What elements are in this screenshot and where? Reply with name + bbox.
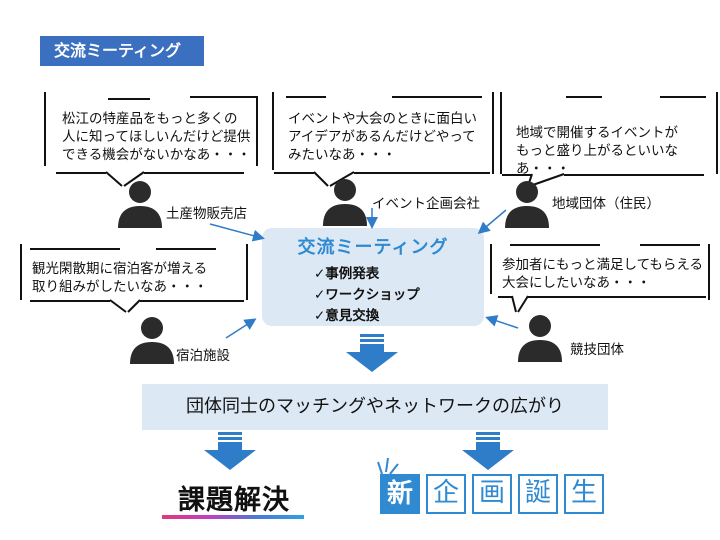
bubble-tail bbox=[529, 173, 565, 187]
person-icon bbox=[505, 181, 549, 228]
bubble-top-line bbox=[30, 248, 120, 250]
bubble-bottom-line bbox=[30, 300, 110, 302]
bubble-top-line bbox=[660, 96, 706, 98]
bubble-tail bbox=[329, 171, 355, 187]
bubble-text: 観光閑散期に宿泊客が増える 取り組みがしたいなあ・・・ bbox=[32, 261, 208, 295]
bubble-tail bbox=[105, 171, 123, 187]
bubble-bottom-line bbox=[564, 174, 704, 176]
bubble-bracket-right bbox=[246, 244, 248, 300]
bubble-text: 参加者にもっと満足してもらえる 大会にしたいなあ・・・ bbox=[502, 257, 704, 291]
bubble-top-line bbox=[566, 96, 602, 98]
bubble-bracket-left bbox=[272, 92, 274, 170]
bubble-bottom-line bbox=[498, 296, 512, 298]
meeting-item: ✓ワークショップ bbox=[314, 287, 420, 303]
down-arrow-icon bbox=[204, 432, 256, 470]
bubble-tail bbox=[109, 299, 127, 313]
solve-underline bbox=[162, 515, 304, 519]
bubble-bottom-line bbox=[140, 300, 244, 302]
bubble-top-line bbox=[190, 96, 258, 98]
bubble-text: 松江の特産品をもっと多くの 人に知ってほしいんだけど提供 できる機会がないかなあ… bbox=[62, 111, 251, 163]
newplan-char: 生 bbox=[564, 474, 604, 514]
sparkle-icon bbox=[377, 457, 399, 475]
person-label: 競技団体 bbox=[570, 342, 624, 358]
bubble-top-line bbox=[392, 96, 482, 98]
bubble-bracket-right bbox=[708, 244, 710, 300]
bubble-tail bbox=[511, 295, 517, 313]
outcome-solve: 課題解決 bbox=[178, 485, 290, 516]
bubble-top-line bbox=[640, 244, 700, 246]
newplan-char: 新 bbox=[380, 474, 420, 514]
person-label: イベント企画会社 bbox=[372, 196, 480, 212]
bubble-bracket-left bbox=[500, 92, 502, 174]
meeting-box bbox=[262, 228, 484, 326]
result-box bbox=[142, 384, 608, 430]
bubble-text: 地域で開催するイベントが もっと盛り上がるといいなあ・・・ bbox=[516, 125, 678, 177]
down-arrow-icon bbox=[346, 334, 398, 372]
person-label: 宿泊施設 bbox=[176, 348, 230, 364]
bubble-bracket-right bbox=[716, 92, 718, 174]
bubble-bracket-right bbox=[256, 96, 258, 166]
connector-arrow bbox=[209, 223, 265, 242]
down-arrow-icon bbox=[462, 432, 514, 470]
person-icon bbox=[518, 315, 562, 362]
person-icon bbox=[323, 179, 367, 226]
result-text: 団体同士のマッチングやネットワークの広がり bbox=[186, 396, 564, 417]
meeting-title: 交流ミーティング bbox=[297, 237, 449, 258]
bubble-bottom-line bbox=[528, 296, 706, 298]
bubble-bottom-line bbox=[502, 174, 532, 176]
bubble-bracket-left bbox=[20, 244, 22, 300]
bubble-text: イベントや大会のときに面白い アイデアがあるんだけどやって みたいなあ・・・ bbox=[288, 111, 477, 163]
bubble-top-line bbox=[156, 248, 216, 250]
bubble-top-line bbox=[286, 96, 326, 98]
connector-arrow bbox=[225, 318, 257, 339]
bubble-bottom-line bbox=[56, 172, 106, 174]
page-title: 交流ミーティング bbox=[40, 36, 204, 66]
connector-arrow bbox=[485, 315, 519, 329]
meeting-item: ✓事例発表 bbox=[314, 266, 380, 282]
bubble-bottom-line bbox=[274, 172, 314, 174]
bubble-bracket-left bbox=[44, 92, 46, 166]
bubble-top-line bbox=[510, 244, 600, 246]
bubble-tail bbox=[517, 295, 529, 313]
connector-arrow bbox=[477, 209, 507, 234]
person-icon bbox=[118, 181, 162, 228]
newplan-char: 誕 bbox=[518, 474, 558, 514]
person-label: 土産物販売店 bbox=[166, 206, 247, 222]
bubble-bottom-line bbox=[354, 172, 490, 174]
meeting-item: ✓意見交換 bbox=[314, 308, 380, 324]
bubble-bracket-right bbox=[492, 92, 494, 174]
person-icon bbox=[130, 317, 174, 364]
bubble-top-line bbox=[108, 98, 150, 100]
bubble-bracket-left bbox=[490, 244, 492, 294]
bubble-bottom-line bbox=[144, 172, 244, 174]
newplan-char: 画 bbox=[472, 474, 512, 514]
person-label: 地域団体（住民） bbox=[552, 196, 660, 212]
bubble-tail bbox=[123, 171, 145, 187]
newplan-char: 企 bbox=[426, 474, 466, 514]
bubble-tail bbox=[127, 299, 141, 313]
bubble-tail bbox=[313, 171, 329, 187]
